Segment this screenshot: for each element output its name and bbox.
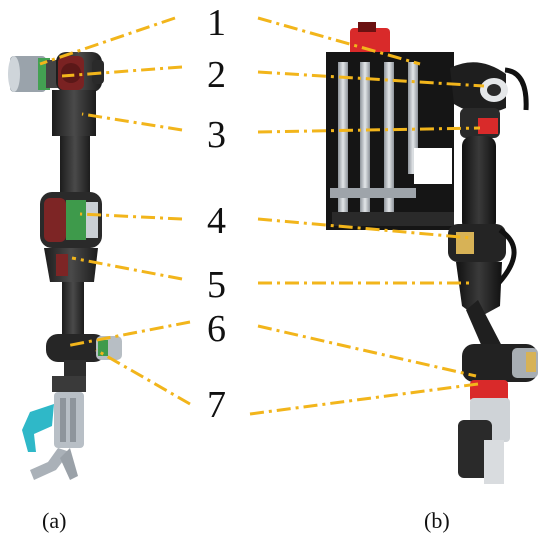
leader-1-right — [257, 16, 421, 66]
caption-a: (a) — [42, 508, 67, 533]
elbow-joint — [40, 192, 102, 248]
leader-1-left — [39, 16, 176, 66]
right-arm-illustration — [326, 22, 538, 484]
leader-6-left — [65, 320, 191, 348]
leader-5-left — [71, 256, 183, 281]
right-forearm — [456, 262, 502, 318]
forearm-housing — [44, 248, 98, 282]
label-6: 6 — [207, 308, 226, 350]
wrist-joint — [46, 334, 122, 378]
upper-arm-link — [52, 90, 96, 136]
gripper-hand — [22, 376, 86, 480]
label-2: 2 — [207, 54, 226, 96]
caption-b: (b) — [424, 508, 450, 533]
label-7: 7 — [207, 384, 226, 426]
leader-3-left — [81, 112, 183, 132]
shoulder-motor — [8, 56, 60, 92]
mounting-frame — [326, 52, 454, 230]
label-4: 4 — [207, 200, 226, 242]
leader-4-right — [257, 217, 473, 240]
leader-6-right — [257, 324, 477, 378]
leader-4-left — [79, 212, 183, 221]
label-5: 5 — [207, 264, 226, 306]
left-arm-illustration — [8, 52, 122, 480]
leader-7-right — [249, 382, 479, 416]
right-wrist — [462, 344, 538, 382]
right-elbow — [448, 224, 517, 288]
leader-7-left — [95, 348, 191, 406]
label-1: 1 — [207, 2, 226, 44]
leader-lines — [39, 16, 485, 416]
leader-2-right — [257, 70, 485, 88]
label-3: 3 — [207, 114, 226, 156]
right-gripper — [458, 380, 510, 484]
right-shoulder — [450, 62, 529, 114]
leader-2-left — [61, 65, 183, 78]
leader-3-right — [257, 126, 481, 134]
